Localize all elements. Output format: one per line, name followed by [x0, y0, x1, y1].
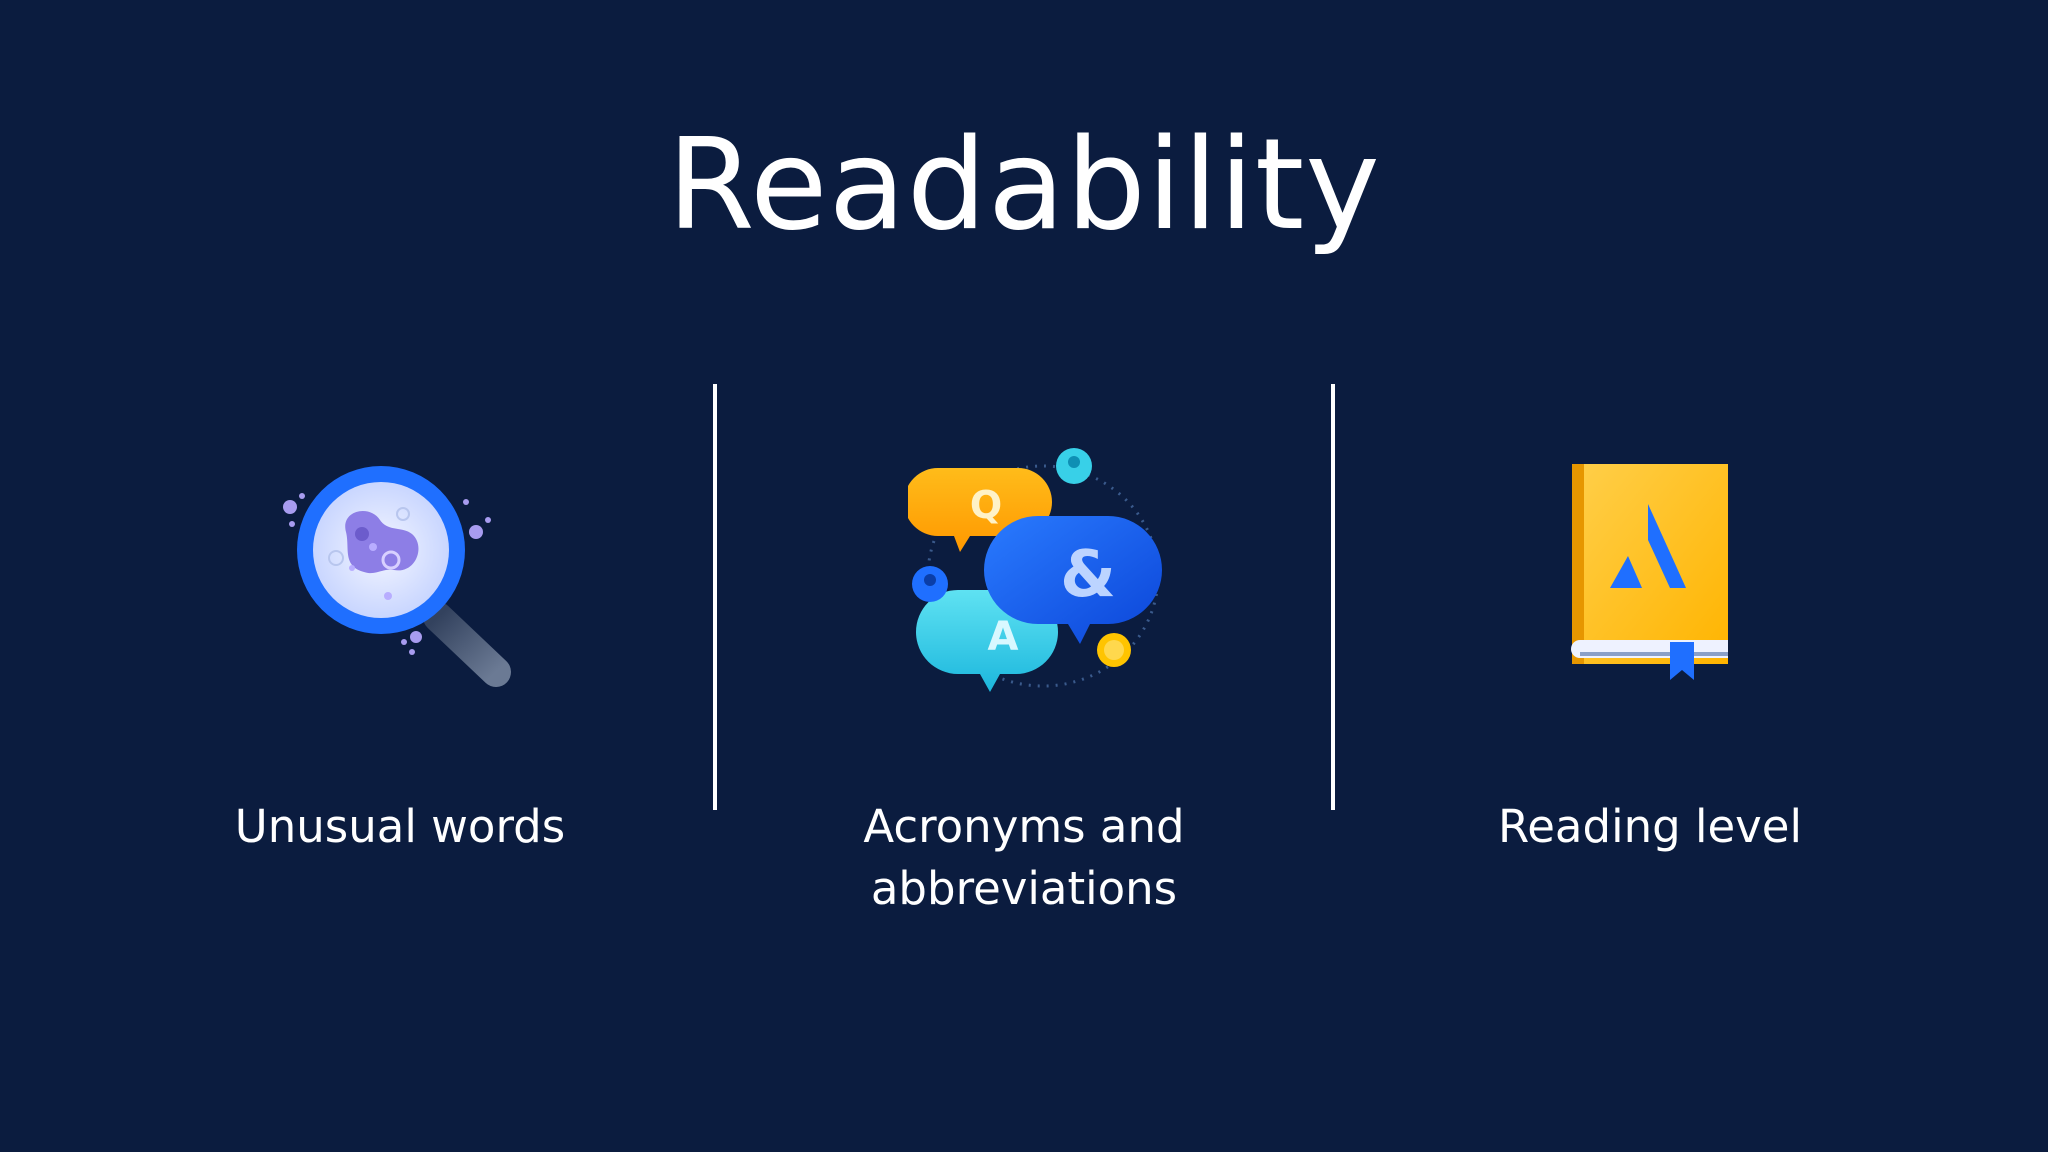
divider-left	[713, 384, 717, 810]
label-acronyms-line1: Acronyms and	[863, 800, 1185, 853]
qa-speech-bubbles-icon: Q A &	[908, 448, 1178, 700]
magnifier-microbe-icon	[278, 462, 518, 687]
label-acronyms-abbreviations: Acronyms and abbreviations	[774, 796, 1274, 920]
svg-text:A: A	[988, 614, 1019, 660]
svg-text:Q: Q	[970, 483, 1002, 527]
label-acronyms-line2: abbreviations	[870, 862, 1178, 915]
label-reading-level: Reading level	[1498, 800, 1802, 853]
svg-text:&: &	[1060, 538, 1116, 612]
divider-right	[1331, 384, 1335, 810]
label-unusual-words: Unusual words	[234, 800, 566, 853]
book-icon	[1570, 462, 1730, 687]
slide-title: Readability	[667, 111, 1381, 258]
